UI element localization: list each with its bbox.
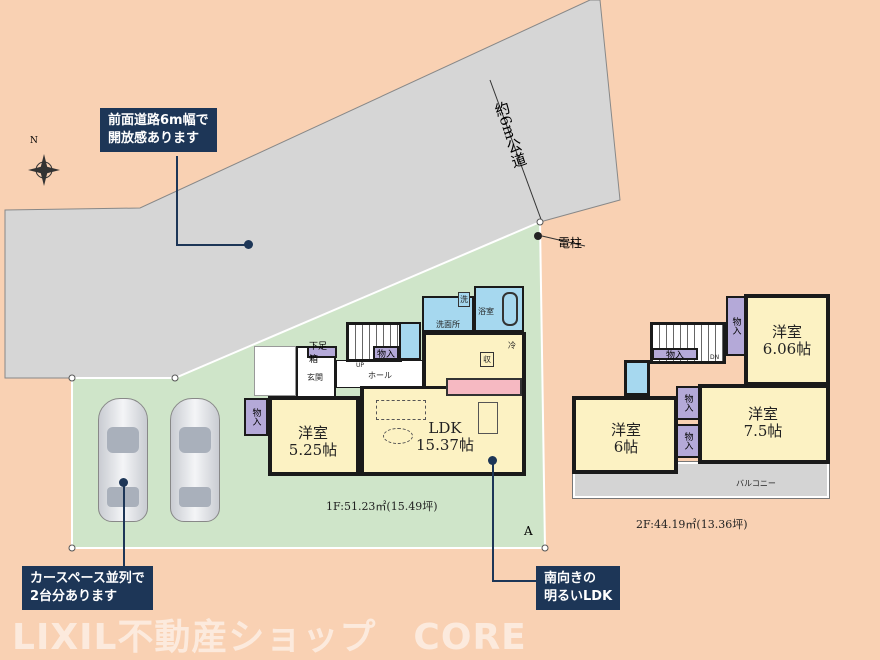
rug-icon (383, 428, 413, 444)
storage-2f-c: 物入 (726, 296, 746, 356)
floor-1-area: 1F:51.23㎡(15.49坪) (326, 500, 438, 513)
kitchen-counter (446, 378, 522, 396)
toilet-1f (399, 322, 421, 360)
washroom-label: 洗面所 (436, 320, 460, 329)
callout-ldk: 南向きの明るいLDK (536, 566, 621, 610)
toilet-2f (624, 360, 650, 396)
fridge-label: 冷 (508, 341, 516, 350)
car-2 (170, 398, 220, 522)
callout-road-dot (244, 240, 253, 249)
lot-corner (68, 374, 76, 382)
road-width-line (489, 79, 543, 223)
callout-ldk-line (492, 580, 538, 582)
lot-corner (171, 374, 179, 382)
sofa-icon (376, 400, 426, 420)
pole-label: 電柱 (558, 236, 583, 250)
storage-2f-b: 物入 (676, 424, 700, 458)
road (4, 0, 621, 379)
callout-road-line (176, 156, 178, 246)
floor-2-area: 2F:44.19㎡(13.36坪) (636, 518, 748, 531)
utility-pole-icon (534, 232, 542, 240)
balcony-label: バルコニー (736, 479, 776, 488)
room-2f-6-06 (744, 294, 830, 386)
hall-label: ホール (368, 371, 392, 380)
callout-parking-dot (119, 478, 128, 487)
storage-2f-d: 物入 (652, 348, 698, 361)
pantry-label: 収 (480, 352, 494, 367)
porch (254, 346, 296, 396)
callout-ldk-line (492, 460, 494, 582)
storage-1f-hall: 物入 (373, 346, 399, 360)
callout-road-line (176, 244, 248, 246)
compass-label: N (30, 136, 38, 146)
storage-1f-outer: 物入 (244, 398, 268, 436)
storage-2f-a: 物入 (676, 386, 700, 420)
washer-label: 洗 (458, 292, 470, 307)
shoe-box: 下足箱 (307, 342, 337, 365)
stairs-down-label: DN (710, 354, 720, 361)
lot-corner (536, 218, 544, 226)
lot-corner (541, 544, 549, 552)
bathroom-label: 浴室 (478, 307, 494, 316)
lot-corner (68, 544, 76, 552)
compass-icon (28, 154, 60, 186)
room-western-1f (268, 396, 360, 476)
bathtub-icon (502, 292, 518, 326)
callout-ldk-dot (488, 456, 497, 465)
callout-parking-line (123, 482, 125, 568)
lot-marker: A (524, 524, 533, 538)
watermark: LIXIL不動産ショップ CORE (12, 617, 527, 658)
entrance-label: 玄関 (307, 373, 323, 382)
dining-table-icon (478, 402, 498, 434)
room-2f-7-5 (698, 384, 830, 464)
stairs-up-label: UP (356, 362, 365, 369)
callout-road: 前面道路6m幅で開放感あります (100, 108, 217, 152)
